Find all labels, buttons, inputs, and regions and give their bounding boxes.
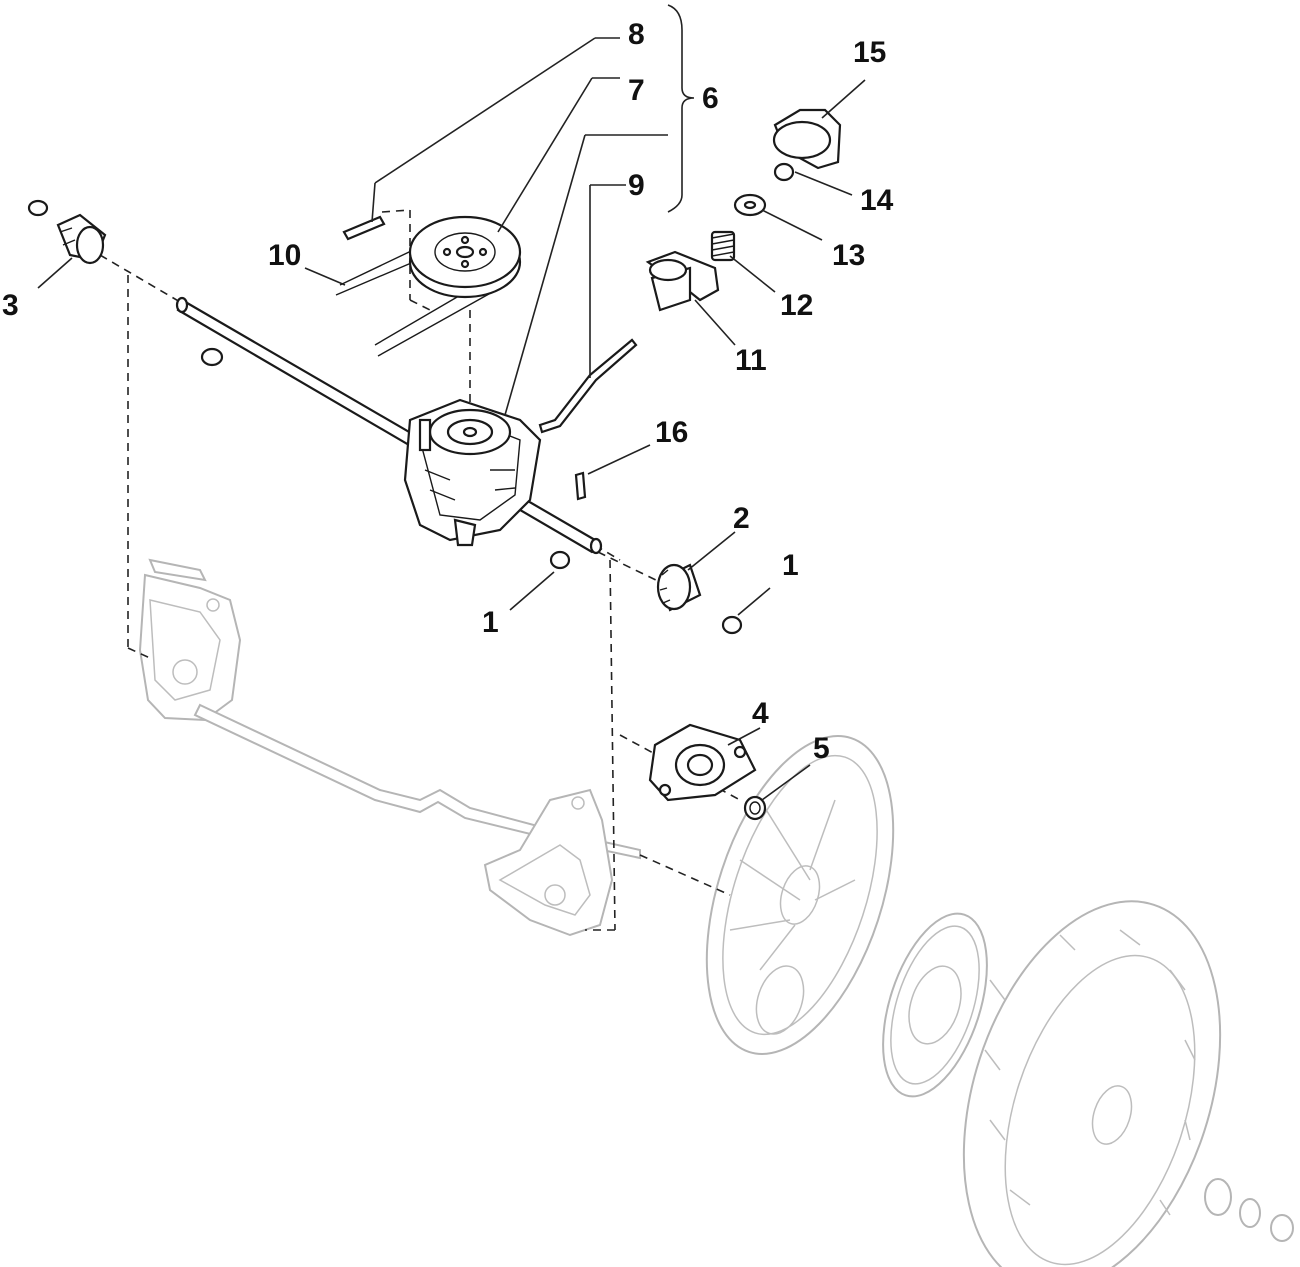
callout-7: 7 — [628, 74, 645, 107]
nut — [773, 162, 795, 182]
callout-14: 14 — [860, 184, 894, 217]
callout-16: 16 — [655, 416, 688, 449]
key-pin — [342, 215, 386, 241]
callout-13: 13 — [832, 239, 865, 272]
cap — [772, 108, 842, 170]
callout-4: 4 — [752, 697, 769, 730]
pinion-gear-left — [56, 213, 107, 265]
ghost-axle-assembly — [138, 558, 1294, 1267]
circlips — [27, 199, 743, 635]
callout-labels: 8 7 6 15 9 14 13 10 12 3 11 16 2 1 1 4 5 — [2, 18, 894, 765]
bushing — [645, 250, 720, 312]
callout-2: 2 — [733, 502, 750, 535]
callout-10: 10 — [268, 239, 301, 272]
washer-hole — [743, 200, 757, 210]
callout-5: 5 — [813, 732, 830, 765]
roll-pin — [574, 471, 587, 501]
callout-15: 15 — [853, 36, 886, 69]
callout-9: 9 — [628, 169, 645, 202]
pulley-and-belt — [335, 215, 522, 357]
callout-1-right: 1 — [782, 549, 799, 582]
callout-3: 3 — [2, 289, 19, 322]
callout-12: 12 — [780, 289, 813, 322]
callout-6: 6 — [702, 82, 719, 115]
o-ring-inner — [749, 801, 761, 815]
callout-8: 8 — [628, 18, 645, 51]
pinion-gear-right — [656, 563, 702, 612]
callout-11: 11 — [735, 344, 767, 377]
spring — [710, 230, 736, 262]
gearbox-housing — [403, 398, 542, 547]
callout-1-left: 1 — [482, 606, 499, 639]
o-ring — [743, 795, 767, 821]
leader-lines — [37, 4, 866, 801]
bearing-flange — [648, 723, 757, 802]
control-rod — [538, 338, 638, 434]
